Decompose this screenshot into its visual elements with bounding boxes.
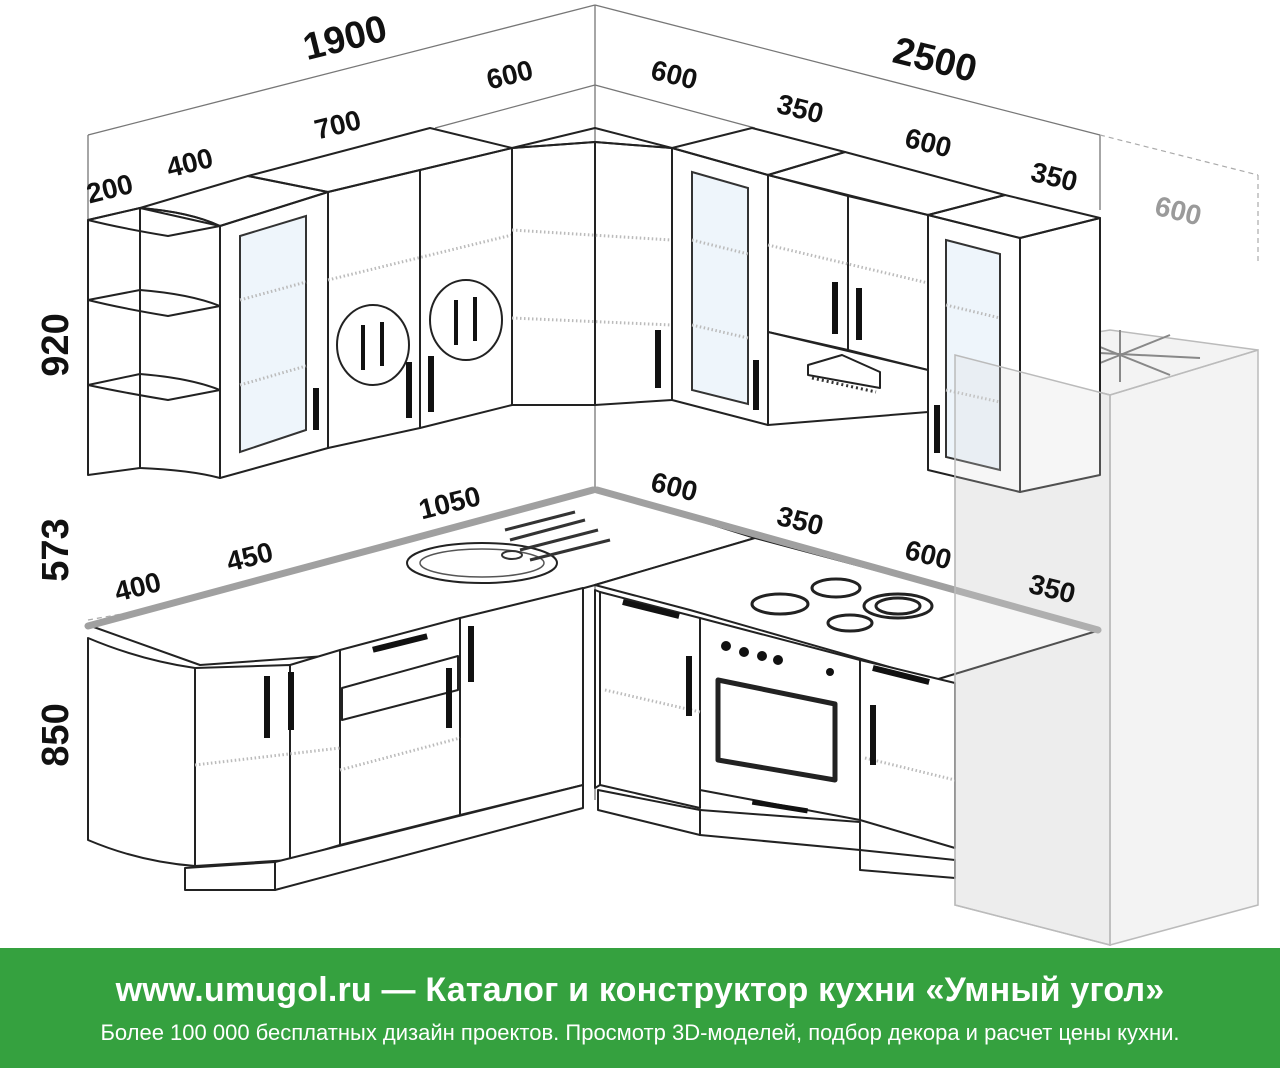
oven-icon: [715, 641, 838, 814]
dim-base-seg: 600: [902, 534, 955, 575]
handle-icon: [288, 672, 294, 730]
hob-icon: [750, 577, 934, 633]
dim-upper-seg: 600: [483, 54, 536, 95]
handle-icon: [686, 656, 692, 716]
dim-base-seg: 350: [774, 500, 827, 541]
handle-icon: [406, 362, 412, 418]
dim-height-base: 850: [35, 703, 77, 766]
dim-upper-seg: 200: [83, 168, 136, 209]
handle-icon: [753, 360, 759, 410]
dim-base-seg: 400: [111, 566, 164, 607]
dish-emblem-icon: [336, 304, 410, 386]
dim-fridge-depth: 600: [1152, 190, 1205, 231]
dim-base-seg: 450: [223, 536, 276, 577]
handle-icon: [428, 356, 434, 412]
upper-glass-cabinet-right: [671, 127, 846, 426]
handle-icon: [934, 405, 940, 453]
upper-dish-cabinets: [247, 127, 513, 449]
footer-headline-link[interactable]: www.umugol.ru — Каталог и конструктор ку…: [115, 970, 1165, 1009]
dim-upper-seg: 400: [163, 142, 216, 183]
handle-icon: [832, 282, 838, 334]
dish-emblem-icon: [429, 279, 503, 361]
base-cabinets-left: [87, 587, 584, 891]
promo-footer: www.umugol.ru — Каталог и конструктор ку…: [0, 948, 1280, 1068]
handle-icon: [468, 626, 474, 682]
sink-icon: [406, 510, 611, 584]
dim-upper-seg: 600: [648, 54, 701, 95]
drawer-handle-icon: [372, 633, 428, 653]
handle-icon: [313, 388, 319, 430]
dim-height-gap: 573: [35, 518, 77, 581]
dim-upper-seg: 350: [1028, 156, 1081, 197]
drawer-handle-icon: [872, 665, 930, 685]
fridge-front: [954, 354, 1111, 946]
upper-corner-cabinet: [511, 127, 673, 406]
drawer-handle-icon: [622, 599, 680, 619]
dim-upper-width-left: 1900: [299, 8, 391, 69]
dim-upper-seg: 600: [902, 122, 955, 163]
base-cabinets-right: [594, 589, 956, 879]
handle-icon: [264, 676, 270, 738]
handle-icon: [655, 330, 661, 388]
handle-icon: [856, 288, 862, 340]
dim-upper-seg: 350: [774, 88, 827, 129]
dim-upper-seg: 700: [311, 104, 364, 145]
upper-glass-cabinet-far-right: [927, 194, 1101, 493]
handle-icon: [446, 668, 452, 728]
range-hood-icon: [807, 354, 881, 394]
upper-open-shelf-unit: [87, 207, 221, 479]
handle-icon: [870, 705, 876, 765]
dim-base-seg: 600: [648, 466, 701, 507]
footer-subline: Более 100 000 бесплатных дизайн проектов…: [100, 1019, 1180, 1045]
kitchen-layout-drawing: 1900 2500 200 400 700 600 600 350 600 35…: [35, 4, 1259, 946]
dim-height-upper: 920: [35, 313, 77, 376]
dim-upper-width-right: 2500: [889, 30, 981, 91]
